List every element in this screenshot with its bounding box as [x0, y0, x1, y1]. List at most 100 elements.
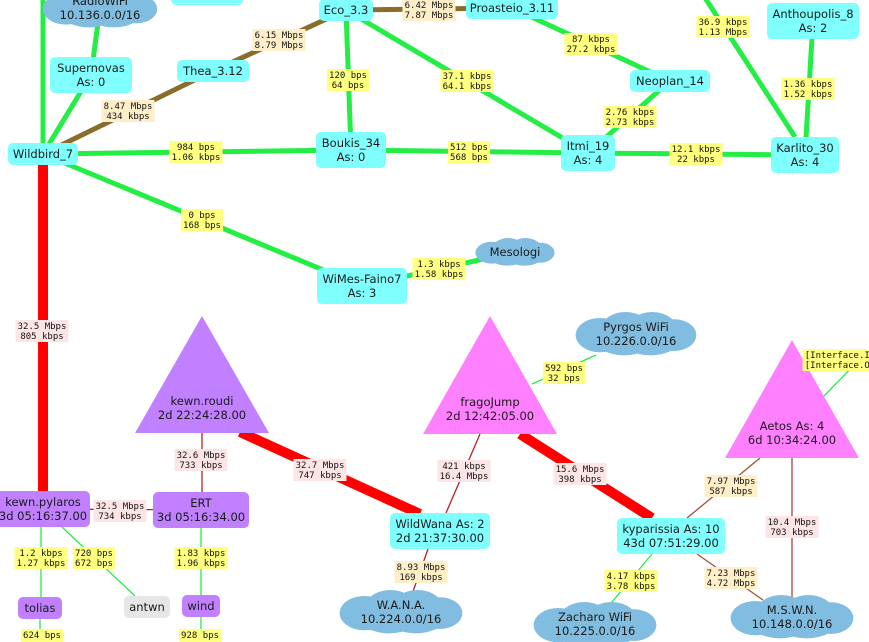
node-proasteio[interactable]: Proasteio_3.11: [466, 0, 558, 19]
node-aetos[interactable]: Aetos As: 46d 10:34:24.00: [725, 340, 859, 458]
traffic-in: 1.3 kbps: [417, 260, 460, 270]
router-box[interactable]: [177, 60, 249, 82]
server-box[interactable]: [153, 492, 249, 528]
node-wana[interactable]: W.A.N.A.10.224.0.0/16: [339, 590, 463, 634]
triangle-node-icon[interactable]: [135, 316, 269, 433]
node-mswn[interactable]: M.S.W.N.10.148.0.0/16: [730, 595, 854, 639]
router-box[interactable]: [630, 70, 710, 92]
node-name: Thea_3.12: [182, 64, 243, 78]
traffic-out: 27.2 kbps: [567, 45, 616, 55]
router-box[interactable]: [771, 137, 839, 173]
label-background: [696, 16, 750, 38]
node-name: wind: [187, 599, 214, 613]
router-box[interactable]: [319, 0, 373, 21]
router-box[interactable]: [767, 3, 859, 39]
triangle-node-icon[interactable]: [423, 316, 557, 434]
node-detail: 43d 07:51:29.00: [623, 536, 719, 550]
server-box[interactable]: [182, 595, 220, 617]
traffic-out: 672 bps: [75, 559, 113, 569]
node-name: As: 2: [193, 0, 222, 1]
router-box[interactable]: [617, 518, 725, 554]
node-name: fragoJump: [460, 395, 519, 409]
node-name: Supernovas: [57, 61, 125, 75]
router-box[interactable]: [466, 0, 558, 19]
node-neoplan[interactable]: Neoplan_14: [630, 70, 710, 92]
traffic-out: 733 kbps: [179, 461, 222, 471]
router-box[interactable]: [561, 135, 615, 171]
node-eco[interactable]: Eco_3.3: [319, 0, 373, 21]
triangle-node-icon[interactable]: [725, 340, 859, 458]
node-name: Anthoupolis_8: [772, 7, 853, 21]
router-box[interactable]: [316, 132, 386, 168]
traffic-in: 512 bps: [450, 143, 488, 153]
server-box[interactable]: [0, 491, 90, 527]
node-wildwana[interactable]: WildWana As: 22d 21:37:30.00: [390, 513, 490, 549]
host-box[interactable]: [124, 596, 170, 618]
link-karlito-offscreen-top-right[interactable]: [700, 0, 798, 139]
label-background: [20, 629, 64, 642]
server-box[interactable]: [18, 597, 62, 619]
router-box[interactable]: [8, 143, 78, 165]
node-detail: As: 0: [77, 75, 106, 89]
traffic-out: 398 kbps: [558, 475, 601, 485]
node-detail: 2d 22:24:28.00: [158, 408, 246, 422]
traffic-out: 169 kbps: [399, 573, 442, 583]
node-detail: As: 0: [337, 150, 366, 164]
link-line[interactable]: [700, 0, 798, 139]
cloud-icon: [533, 602, 657, 642]
node-wind[interactable]: wind: [182, 595, 220, 617]
link-traffic-label: [Interface.In[Interface.Ou: [802, 349, 869, 371]
router-box[interactable]: [50, 57, 132, 93]
node-anthoupolis[interactable]: Anthoupolis_8As: 2: [767, 3, 859, 39]
traffic-in: 421 kbps: [442, 462, 485, 472]
router-box[interactable]: [317, 268, 407, 304]
traffic-out: 64.1 kbps: [443, 82, 492, 92]
node-name: Zacharo WiFi: [558, 610, 632, 624]
node-thea[interactable]: Thea_3.12: [177, 60, 249, 82]
traffic-in: 87 kbps: [572, 35, 610, 45]
node-name: kyparissia As: 10: [622, 522, 719, 536]
traffic-in: 120 bps: [329, 71, 367, 81]
label-background: [440, 70, 494, 92]
node-name: Itmi_19: [567, 139, 610, 153]
router-box[interactable]: [390, 513, 490, 549]
node-wildbird[interactable]: Wildbird_7: [8, 143, 78, 165]
traffic-out: 168 bps: [183, 221, 221, 231]
label-background: [669, 143, 723, 165]
traffic-in: 4.17 kbps: [607, 572, 656, 582]
router-box[interactable]: [171, 0, 243, 5]
label-background: [101, 100, 155, 122]
node-top-partial[interactable]: As: 2: [171, 0, 243, 5]
node-mesologi[interactable]: Mesologi: [475, 238, 555, 266]
label-background: [326, 69, 370, 91]
label-background: [15, 320, 69, 342]
node-antwn[interactable]: antwn: [124, 596, 170, 618]
node-tolias[interactable]: tolias: [18, 597, 62, 619]
